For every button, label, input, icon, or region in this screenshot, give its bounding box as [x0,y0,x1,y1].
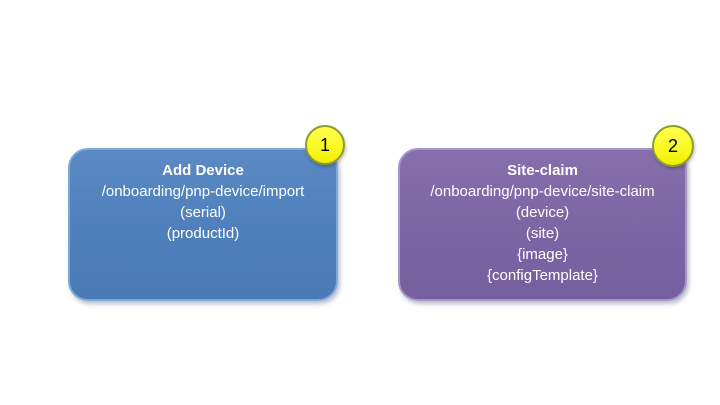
step-number-badge-1: 1 [305,125,345,165]
site-claim-param-device: (device) [515,204,570,221]
add-device-param-serial: (serial) [180,204,226,221]
add-device-box: Add Device /onboarding/pnp-device/import… [68,148,338,301]
site-claim-api-path: /onboarding/pnp-device/site-claim [430,183,655,200]
site-claim-title: Site-claim [507,162,578,179]
site-claim-param-configtemplate: {configTemplate} [487,267,598,284]
add-device-param-productid: (productId) [166,225,240,242]
site-claim-param-image: {image} [517,246,568,263]
step-number-badge-2: 2 [652,125,694,167]
site-claim-param-site: (site) [525,225,560,242]
add-device-title: Add Device [162,162,244,179]
site-claim-box: Site-claim /onboarding/pnp-device/site-c… [398,148,687,301]
add-device-api-path: /onboarding/pnp-device/import [101,183,305,200]
